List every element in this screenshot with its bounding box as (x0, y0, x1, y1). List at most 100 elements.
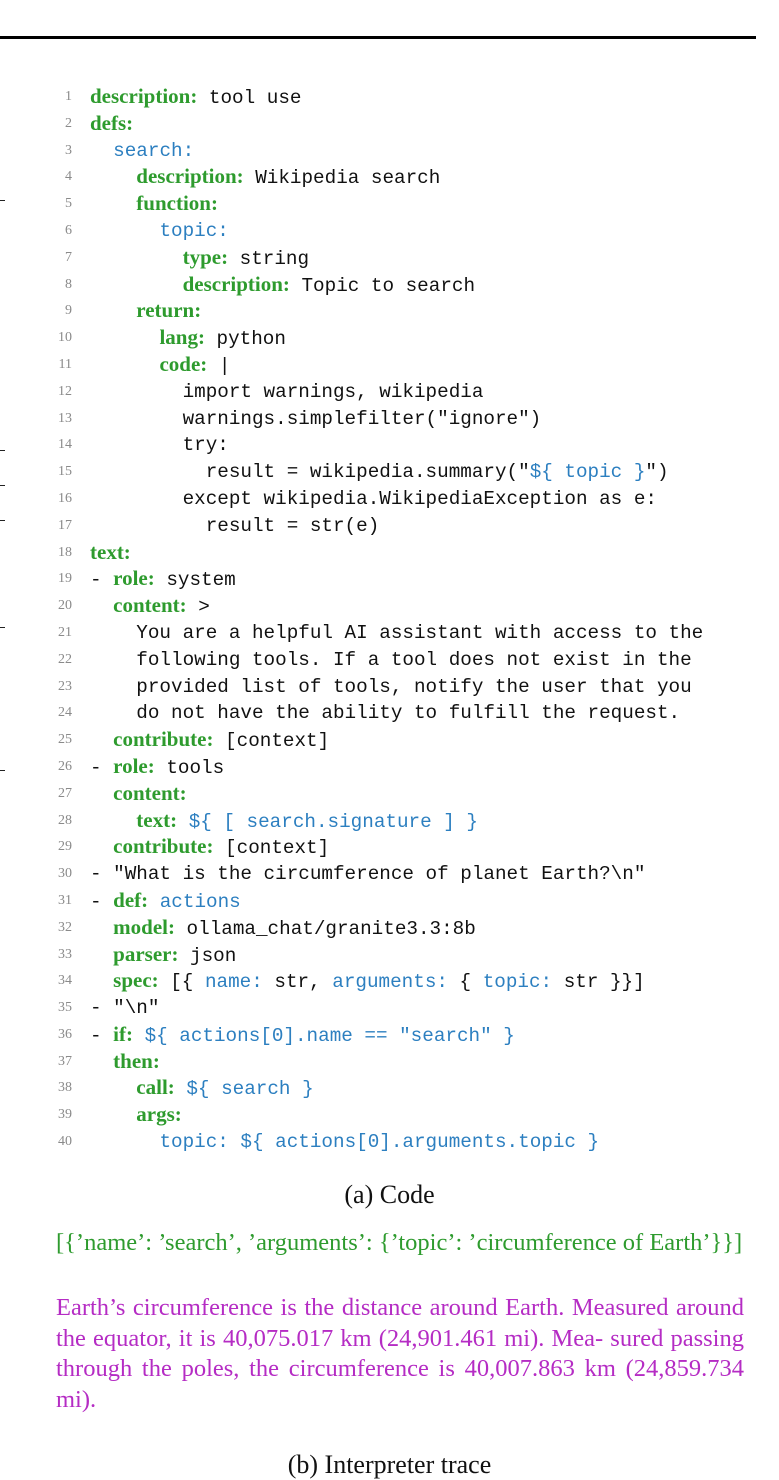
code-text: lang: python (72, 324, 286, 353)
margin-tick (0, 200, 5, 201)
code-text: spec: [{ name: str, arguments: { topic: … (72, 967, 645, 996)
code-plain (177, 811, 189, 833)
code-line: 32 model: ollama_chat/granite3.3:8b (48, 915, 768, 942)
code-keyword: contribute: (113, 727, 214, 752)
code-text: topic: (72, 218, 228, 245)
line-number: 2 (65, 115, 72, 131)
code-plain: ") (645, 461, 669, 484)
line-number: 33 (58, 946, 72, 962)
code-keyword: spec: (113, 968, 159, 993)
code-plain: - "What is the circumference of planet E… (90, 863, 646, 886)
code-plain: ollama_chat/granite3.3:8b (174, 917, 476, 940)
code-line: 26- role: tools (48, 754, 768, 781)
code-keyword: content: (113, 780, 187, 805)
code-plain (90, 355, 159, 377)
code-keyword: lang: (159, 325, 205, 350)
code-keyword: return: (136, 298, 202, 323)
code-text: warnings.simplefilter("ignore") (72, 406, 542, 433)
code-plain: str, (262, 971, 333, 994)
line-number: 24 (58, 705, 72, 721)
code-text: try: (72, 432, 229, 459)
code-line: 6 topic: (48, 218, 768, 245)
code-expression: name: (204, 971, 263, 994)
code-text: result = wikipedia.summary("${ topic }") (72, 459, 669, 486)
line-number: 7 (65, 249, 72, 265)
caption-trace: (b) Interpreter trace (287, 1450, 492, 1479)
code-line: 39 args: (48, 1102, 768, 1129)
code-line: 17 result = str(e) (48, 513, 768, 540)
line-number: 15 (58, 464, 72, 480)
code-expression: ${ search } (186, 1078, 314, 1101)
code-plain: Topic to search (289, 274, 476, 297)
code-text: description: Topic to search (72, 271, 475, 300)
margin-tick (0, 520, 5, 521)
code-text: result = str(e) (72, 513, 380, 540)
code-expression: ${ topic } (529, 461, 646, 484)
code-plain: result = str(e) (90, 514, 380, 537)
line-number: 26 (58, 758, 72, 774)
code-line: 7 type: string (48, 245, 768, 272)
code-plain: import warnings, wikipedia (90, 380, 484, 403)
code-line: 5 function: (48, 191, 768, 218)
code-line: 11 code: | (48, 352, 768, 379)
code-plain (90, 301, 136, 323)
code-plain (175, 1078, 187, 1100)
code-plain: result = wikipedia.summary(" (90, 461, 530, 484)
margin-tick (0, 485, 5, 486)
code-plain (90, 167, 136, 189)
code-keyword: defs: (90, 110, 134, 135)
code-plain: | (207, 354, 231, 377)
line-number: 21 (58, 624, 72, 640)
code-plain: - (90, 756, 114, 779)
code-line: 2 defs: (48, 111, 768, 138)
code-line: 35- "\n" (48, 995, 768, 1022)
code-line: 36- if: ${ actions[0].name == "search" } (48, 1022, 768, 1049)
code-text: - role: system (72, 565, 236, 594)
code-line: 19- role: system (48, 566, 768, 593)
code-keyword: description: (136, 164, 244, 189)
line-number: 16 (58, 490, 72, 506)
code-plain: You are a helpful AI assistant with acce… (90, 621, 704, 644)
code-plain: following tools. If a tool does not exis… (90, 648, 692, 671)
code-text: following tools. If a tool does not exis… (72, 647, 692, 674)
line-number: 29 (58, 839, 72, 855)
code-plain (90, 328, 159, 350)
line-number: 6 (65, 222, 72, 238)
line-number: 9 (65, 303, 72, 319)
code-plain: tool use (197, 87, 302, 109)
code-text: contribute: [context] (72, 833, 329, 862)
code-plain (90, 1105, 136, 1127)
code-plain (90, 275, 183, 297)
code-plain: system (154, 569, 236, 592)
margin-tick (0, 627, 5, 628)
line-number: 30 (58, 866, 72, 882)
left-margin-ticks (0, 0, 8, 1471)
code-keyword: code: (159, 351, 208, 376)
code-plain: json (178, 944, 237, 967)
code-line: 37 then: (48, 1049, 768, 1076)
code-plain: [{ (158, 971, 205, 994)
code-keyword: if: (113, 1021, 133, 1046)
code-plain (90, 1131, 159, 1153)
code-text: - "\n" (72, 995, 159, 1022)
code-keyword: role: (113, 753, 155, 778)
line-number: 38 (58, 1080, 72, 1096)
code-keyword: description: (90, 84, 198, 108)
code-text: - "What is the circumference of planet E… (72, 861, 645, 888)
code-line: 38 call: ${ search } (48, 1075, 768, 1102)
line-number: 18 (58, 544, 72, 560)
code-text: content: > (72, 592, 210, 621)
code-expression: actions (159, 890, 241, 913)
code-text: description: tool use (72, 83, 301, 112)
code-text: topic: ${ actions[0].arguments.topic } (72, 1129, 599, 1156)
code-plain (90, 784, 113, 806)
code-plain: - "\n" (90, 997, 160, 1020)
line-number: 34 (58, 973, 72, 989)
code-text: - role: tools (72, 753, 224, 782)
code-line: 27 content: (48, 781, 768, 808)
line-number: 1 (65, 89, 72, 104)
code-text: - if: ${ actions[0].name == "search" } (72, 1021, 515, 1050)
margin-tick (0, 450, 5, 451)
line-number: 25 (58, 732, 72, 748)
code-plain (90, 945, 113, 967)
